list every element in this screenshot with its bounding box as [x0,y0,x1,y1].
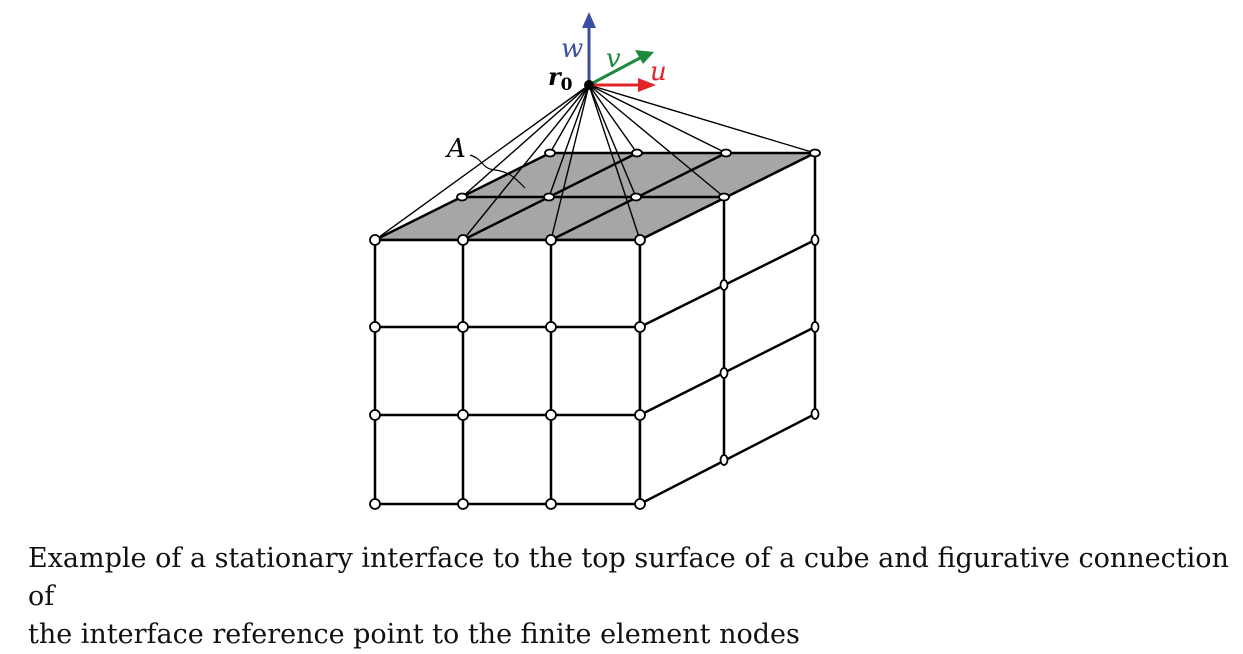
connection-lines [374,84,816,241]
figure-caption: Example of a stationary interface to the… [28,540,1238,654]
finite-element-nodes [369,148,821,510]
label-u: u [650,57,667,87]
cube-interface-diagram: w v u r0 A [369,12,821,510]
caption-line-1: Example of a stationary interface to the… [28,543,1229,612]
label-r0-sub: 0 [561,75,573,95]
label-r0: r0 [548,62,573,95]
label-r0-main: r [548,62,563,91]
label-surface-a: A [445,134,466,164]
caption-line-2: the interface reference point to the fin… [28,619,800,650]
label-w: w [561,34,583,64]
reference-point [584,80,594,90]
front-face [373,238,642,506]
axis-v-arrow [588,56,641,87]
surface-leader [469,154,526,189]
coordinate-axes [582,12,656,92]
label-v: v [606,44,621,74]
